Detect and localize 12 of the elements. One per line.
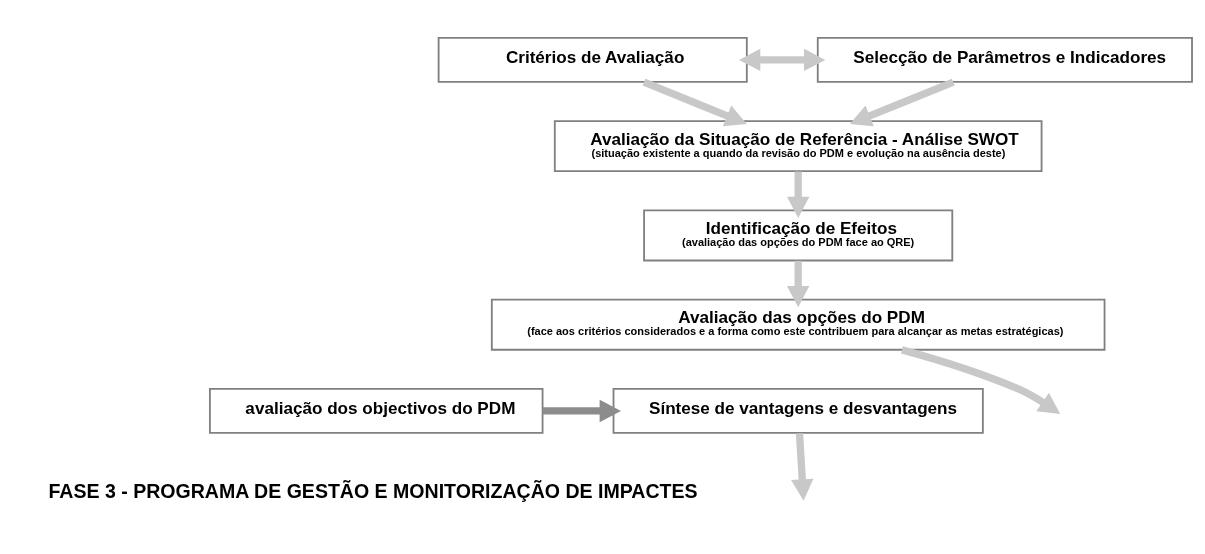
node-box: Selecção de Parâmetros e Indicadores [816,36,1193,83]
node-box: avaliação dos objectivos do PDM [209,388,544,434]
node-box: Avaliação da Situação de Referência - Análise SWOT (situação existente a quando da revisão do PDM e evolução na ausência deste) [553,120,1043,173]
node-box: Identificação de Efeitos (avaliação das opções do PDM face ao QRE) [643,209,954,262]
arrow [901,346,1061,415]
arrow [542,399,621,423]
node-box: Síntese de vantagens e desvantagens [612,388,984,434]
arrow [738,48,826,72]
arrow [786,260,810,308]
label: FASE 3 - PROGRAMA DE GESTÃO E MONITORIZAÇÃO DE IMPACTES [48,479,698,502]
node-box: Critérios de Avaliação [437,36,748,83]
node-box: Avaliação das opções do PDM (face aos critérios considerados e a forma como este contribuem para alcançar as metas estratégicas) [490,298,1106,351]
